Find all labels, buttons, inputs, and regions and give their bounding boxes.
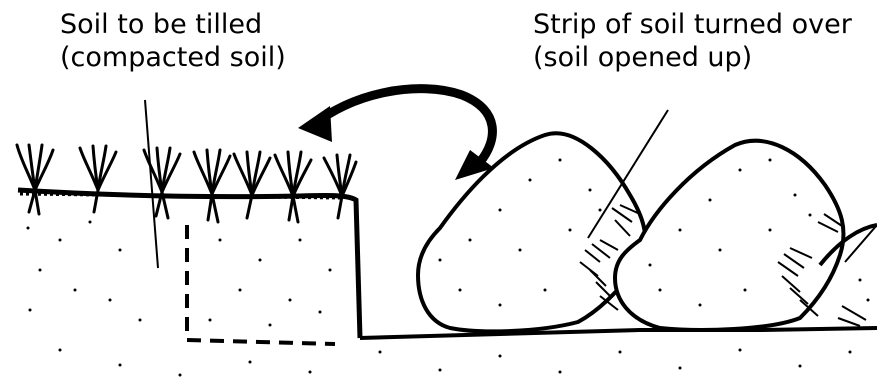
left-leader-line xyxy=(145,100,158,268)
label-soil-to-be-tilled-line2: (compacted soil) xyxy=(60,41,286,74)
turned-clod-2 xyxy=(615,141,844,330)
plant-2 xyxy=(80,146,116,212)
label-turned-strip: Strip of soil turned over (soil opened u… xyxy=(533,8,852,74)
plants xyxy=(17,145,356,222)
label-turned-strip-line1: Strip of soil turned over xyxy=(533,8,852,41)
plant-4 xyxy=(194,150,230,222)
label-soil-to-be-tilled: Soil to be tilled (compacted soil) xyxy=(60,8,286,74)
plow-depth-dashed-line xyxy=(187,225,335,344)
plant-6 xyxy=(275,152,311,222)
plant-5 xyxy=(234,152,270,218)
label-soil-to-be-tilled-line1: Soil to be tilled xyxy=(60,8,286,41)
turned-clod-1 xyxy=(418,133,645,331)
plant-1 xyxy=(17,145,53,214)
compacted-soil-block xyxy=(18,190,360,338)
plant-7 xyxy=(324,155,356,218)
label-turned-strip-line2: (soil opened up) xyxy=(533,41,852,74)
ground-line xyxy=(360,328,877,338)
